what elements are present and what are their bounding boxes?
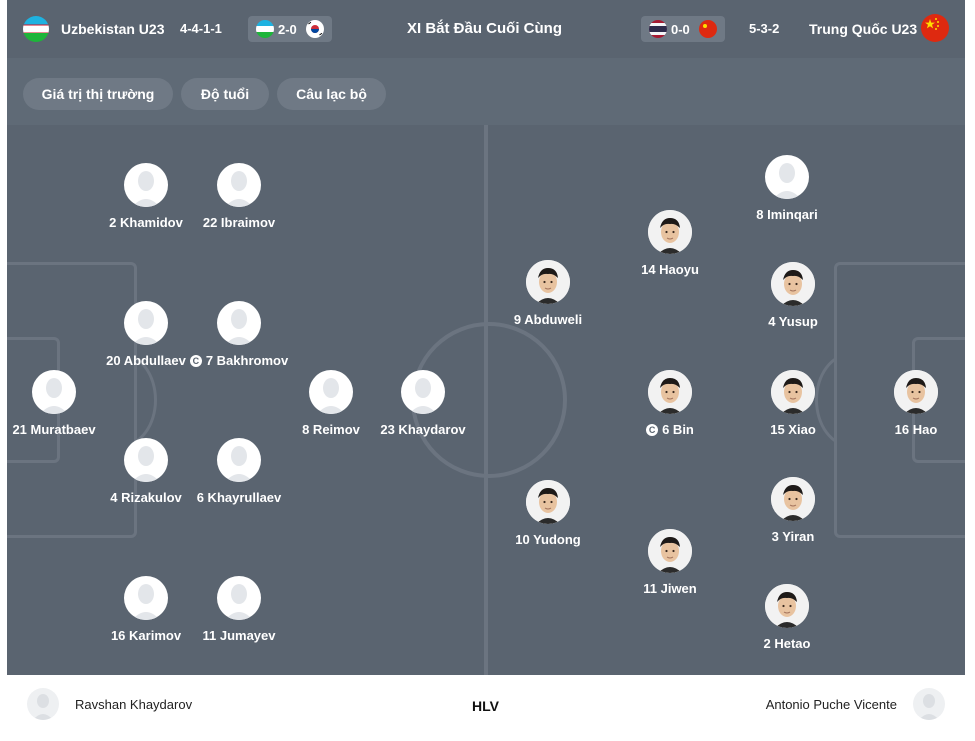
player-photo[interactable] (771, 477, 815, 521)
player-photo[interactable] (771, 262, 815, 306)
south-korea-flag-icon (306, 20, 324, 38)
home-recent-match[interactable]: 2-0 (248, 16, 332, 42)
player-silhouette-icon[interactable] (124, 438, 168, 482)
coaches-row: Ravshan Khaydarov HLV Antonio Puche Vice… (7, 675, 965, 741)
player-name: 21 Muratbaev (0, 422, 134, 438)
player-name: 2 Hetao (707, 636, 867, 652)
player-name: 9 Abduweli (468, 312, 628, 328)
player-label: 20 Abdullaev (106, 353, 186, 368)
right-penalty-box (834, 262, 965, 538)
player-silhouette-icon[interactable] (217, 576, 261, 620)
home-formation: 4-4-1-1 (180, 21, 222, 36)
player-label: 3 Yiran (771, 529, 815, 544)
player-silhouette-icon[interactable] (309, 370, 353, 414)
player-label: 8 Reimov (302, 422, 360, 437)
player-photo[interactable] (771, 370, 815, 414)
player-silhouette-icon[interactable] (124, 301, 168, 345)
left-penalty-box (7, 262, 137, 538)
player-label: 4 Yusup (768, 314, 818, 329)
player-name: 3 Yiran (713, 529, 873, 545)
player-silhouette-icon[interactable] (217, 163, 261, 207)
player-silhouette-icon[interactable] (32, 370, 76, 414)
uzbekistan-flag-icon (256, 20, 274, 38)
thailand-flag-icon (649, 20, 667, 38)
player-label: 7 Bakhromov (205, 353, 289, 368)
player-photo[interactable] (648, 210, 692, 254)
player-name: 22 Ibraimov (159, 215, 319, 231)
filter-age-button[interactable]: Độ tuổi (181, 78, 269, 110)
coach-label: HLV (472, 698, 499, 714)
away-recent-score: 0-0 (671, 22, 690, 37)
player-name: 16 Hao (836, 422, 975, 438)
player-label: 16 Hao (894, 422, 938, 437)
player-name: 11 Jumayev (159, 628, 319, 644)
filter-market-value-button[interactable]: Giá trị thị trường (23, 78, 173, 110)
home-coach-name[interactable]: Ravshan Khaydarov (75, 697, 193, 712)
player-photo[interactable] (648, 529, 692, 573)
player-name: 23 Khaydarov (343, 422, 503, 438)
player-name: 20 Abdullaev (66, 353, 226, 369)
player-label: 10 Yudong (515, 532, 581, 547)
player-label: 8 Iminqari (756, 207, 818, 222)
home-coach-avatar (27, 688, 59, 720)
player-name: 14 Haoyu (590, 262, 750, 278)
china-flag-icon (699, 20, 717, 38)
away-formation: 5-3-2 (749, 21, 780, 36)
away-coach-name[interactable]: Antonio Puche Vicente (765, 697, 897, 712)
away-team-name[interactable]: Trung Quốc U23 (809, 21, 918, 37)
player-photo[interactable] (765, 584, 809, 628)
player-name: 2 Khamidov (66, 215, 226, 231)
player-label: 6 Khayrullaev (196, 490, 282, 505)
player-name: 10 Yudong (468, 532, 628, 548)
player-silhouette-icon[interactable] (217, 438, 261, 482)
captain-icon: C (189, 355, 202, 367)
player-label: 2 Khamidov (109, 215, 183, 230)
player-photo[interactable] (894, 370, 938, 414)
away-recent-match[interactable]: 0-0 (641, 16, 725, 42)
home-recent-score: 2-0 (278, 22, 297, 37)
player-label: 11 Jumayev (202, 628, 276, 643)
captain-icon: C (646, 424, 659, 436)
player-label: 15 Xiao (770, 422, 816, 437)
away-coach-avatar (913, 688, 945, 720)
player-name: 6 Khayrullaev (159, 490, 319, 506)
page-title: XI Bắt Đầu Cuối Cùng (407, 20, 562, 37)
player-silhouette-icon[interactable] (765, 155, 809, 199)
player-name: 16 Karimov (66, 628, 226, 644)
player-name: 15 Xiao (713, 422, 873, 438)
player-label: 11 Jiwen (643, 581, 697, 596)
uzbekistan-flag-icon (23, 16, 49, 42)
china-flag-icon (921, 14, 949, 42)
player-label: 9 Abduweli (513, 312, 583, 327)
player-silhouette-icon[interactable] (124, 576, 168, 620)
player-label: 6 Bin (662, 422, 694, 437)
player-name: 8 Reimov (251, 422, 411, 438)
player-photo[interactable] (648, 370, 692, 414)
player-name: 11 Jiwen (590, 581, 750, 597)
filter-club-button[interactable]: Câu lạc bộ (277, 78, 386, 110)
match-header: Uzbekistan U23 4-4-1-1 2-0 XI Bắt Đầu Cu… (7, 0, 965, 58)
player-name: 4 Rizakulov (66, 490, 226, 506)
player-label: 23 Khaydarov (380, 422, 466, 437)
player-label: 16 Karimov (110, 628, 182, 643)
player-silhouette-icon[interactable] (401, 370, 445, 414)
player-name: 8 Iminqari (707, 207, 867, 223)
player-label: 2 Hetao (763, 636, 811, 651)
player-silhouette-icon[interactable] (124, 163, 168, 207)
home-team-name[interactable]: Uzbekistan U23 (61, 21, 165, 37)
player-name: 4 Yusup (713, 314, 873, 330)
player-label: 21 Muratbaev (12, 422, 96, 437)
player-silhouette-icon[interactable] (217, 301, 261, 345)
player-photo[interactable] (526, 260, 570, 304)
player-photo[interactable] (526, 480, 570, 524)
player-label: 22 Ibraimov (202, 215, 276, 230)
player-label: 14 Haoyu (641, 262, 699, 277)
player-label: 4 Rizakulov (110, 490, 182, 505)
